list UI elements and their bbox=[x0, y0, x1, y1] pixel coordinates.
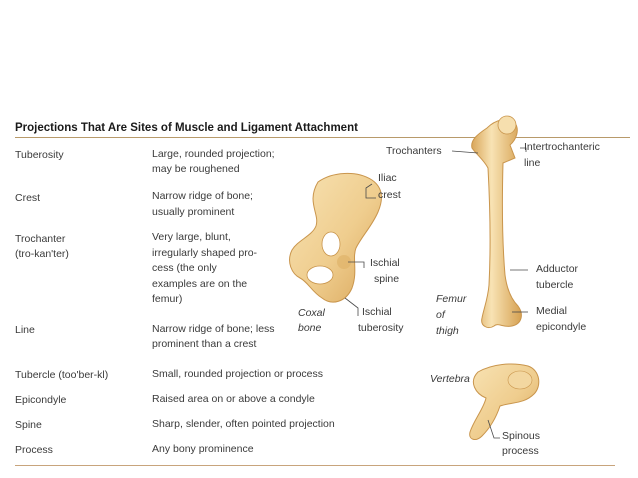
term-process: Process bbox=[15, 444, 53, 456]
label-medial-epicondyle-2: epicondyle bbox=[536, 321, 587, 333]
desc-epicondyle: Raised area on or above a condyle bbox=[152, 393, 315, 405]
label-femur-2: of bbox=[436, 309, 445, 321]
table-title: Projections That Are Sites of Muscle and… bbox=[15, 122, 358, 134]
title-divider bbox=[15, 137, 630, 138]
term-tuberosity: Tuberosity bbox=[15, 149, 64, 161]
desc-trochanter-line3: cess (the only bbox=[152, 262, 217, 274]
vertebra-shape bbox=[469, 363, 540, 440]
term-line: Line bbox=[15, 324, 35, 336]
label-iliac-crest-2: crest bbox=[378, 189, 401, 201]
term-crest: Crest bbox=[15, 192, 41, 204]
desc-trochanter-line4: examples are on the bbox=[152, 278, 248, 290]
label-ischial-tuberosity-2: tuberosity bbox=[358, 322, 404, 334]
desc-tuberosity-line1: Large, rounded projection; bbox=[152, 148, 275, 160]
label-ischial-spine-1: Ischial bbox=[370, 257, 400, 269]
label-trochanters: Trochanters bbox=[386, 145, 442, 157]
label-ischial-spine-2: spine bbox=[374, 273, 400, 285]
term-tubercle: Tubercle (too'ber-kl) bbox=[15, 369, 109, 381]
label-vertebra: Vertebra bbox=[430, 373, 470, 385]
desc-line-line2: prominent than a crest bbox=[152, 338, 257, 350]
label-medial-epicondyle-1: Medial bbox=[536, 305, 567, 317]
label-femur-3: thigh bbox=[436, 325, 459, 337]
desc-trochanter-line1: Very large, blunt, bbox=[152, 231, 231, 243]
term-trochanter: Trochanter bbox=[15, 233, 66, 245]
term-trochanter-pronunciation: (tro-kan'ter) bbox=[15, 248, 69, 260]
label-femur-1: Femur bbox=[436, 293, 467, 305]
desc-process: Any bony prominence bbox=[152, 443, 254, 455]
desc-crest-line1: Narrow ridge of bone; bbox=[152, 190, 253, 202]
desc-crest-line2: usually prominent bbox=[152, 206, 235, 218]
term-spine: Spine bbox=[15, 419, 42, 431]
desc-tuberosity-line2: may be roughened bbox=[152, 163, 240, 175]
leader-lines bbox=[344, 147, 528, 439]
term-epicondyle: Epicondyle bbox=[15, 394, 67, 406]
desc-trochanter-line5: femur) bbox=[152, 293, 183, 305]
coxal-bone-shape bbox=[289, 173, 382, 303]
label-spinous-process-2: process bbox=[502, 445, 539, 457]
table-bottom-rule bbox=[15, 465, 615, 466]
femur-shape bbox=[471, 115, 522, 329]
desc-line-line1: Narrow ridge of bone; less bbox=[152, 323, 275, 335]
label-intertrochanteric-2: line bbox=[524, 157, 541, 169]
label-intertrochanteric-1: Intertrochanteric bbox=[524, 141, 600, 153]
desc-spine: Sharp, slender, often pointed projection bbox=[152, 418, 335, 430]
label-adductor-tubercle-2: tubercle bbox=[536, 279, 574, 291]
label-ischial-tuberosity-1: Ischial bbox=[362, 306, 392, 318]
label-iliac-crest-1: Iliac bbox=[378, 172, 397, 184]
label-coxal-bone-2: bone bbox=[298, 322, 322, 334]
label-spinous-process-1: Spinous bbox=[502, 430, 540, 442]
label-adductor-tubercle-1: Adductor bbox=[536, 263, 579, 275]
desc-trochanter-line2: irregularly shaped pro- bbox=[152, 247, 258, 259]
label-coxal-bone-1: Coxal bbox=[298, 307, 325, 319]
desc-tubercle: Small, rounded projection or process bbox=[152, 368, 324, 380]
